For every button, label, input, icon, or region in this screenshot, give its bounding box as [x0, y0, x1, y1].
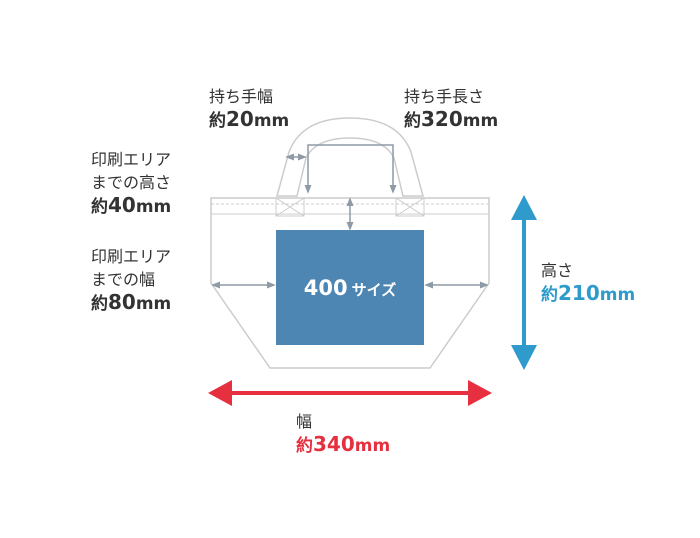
height-label: 高さ 約210mm [541, 259, 635, 307]
height-title: 高さ [541, 261, 574, 280]
print-area-suffix: サイズ [351, 281, 397, 299]
handle-width-label: 持ち手幅 約20mm [209, 85, 289, 133]
width-label: 幅 約340mm [296, 410, 390, 458]
print-side-title-2: までの幅 [91, 270, 156, 289]
print-top-value: 約40mm [91, 193, 172, 218]
print-area-size: 400 [303, 276, 348, 300]
print-side-title-1: 印刷エリア [91, 247, 172, 266]
handle-width-title: 持ち手幅 [209, 87, 274, 106]
print-side-value: 約80mm [91, 290, 172, 315]
width-title: 幅 [296, 412, 313, 431]
bag-handle [276, 117, 424, 197]
handle-width-value: 約20mm [209, 107, 290, 132]
handle-length-title: 持ち手長さ [404, 87, 485, 106]
handle-attachment-left [275, 197, 305, 217]
handle-length-arrow [304, 144, 397, 194]
handle-attachment-right [395, 197, 425, 217]
handle-length-value: 約320mm [404, 107, 499, 132]
handle-length-label: 持ち手長さ 約320mm [404, 85, 498, 133]
height-value: 約210mm [541, 281, 636, 306]
print-area [276, 230, 424, 345]
print-top-title-1: 印刷エリア [91, 150, 172, 169]
print-top-title-2: までの高さ [91, 173, 172, 192]
height-arrow [511, 195, 537, 370]
print-side-label: 印刷エリア までの幅 約80mm [91, 245, 171, 316]
print-top-label: 印刷エリア までの高さ 約40mm [91, 148, 171, 219]
width-arrow [208, 380, 492, 406]
width-value: 約340mm [296, 432, 391, 457]
